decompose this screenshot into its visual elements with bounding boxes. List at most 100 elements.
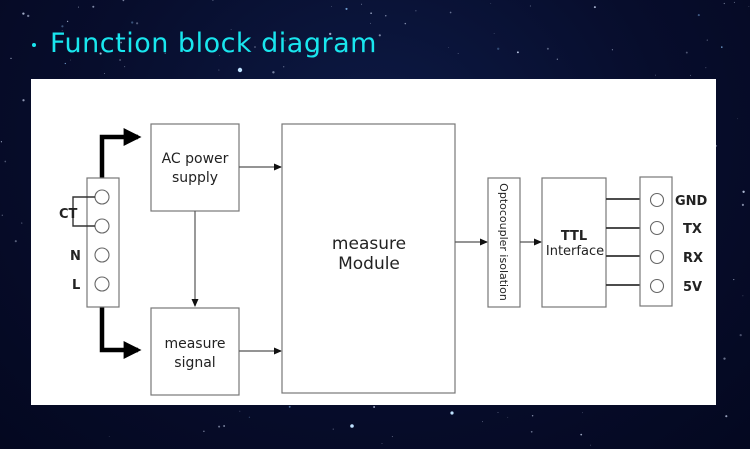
star bbox=[77, 6, 79, 8]
star bbox=[331, 5, 333, 7]
ac-power-supply-block: AC power supply bbox=[150, 123, 240, 212]
star bbox=[66, 20, 69, 23]
terminal-pin-l bbox=[94, 276, 110, 292]
gnd-label: GND bbox=[675, 194, 708, 209]
star bbox=[655, 74, 656, 76]
ac-power-label-2: supply bbox=[172, 170, 218, 186]
terminal-pin-5v bbox=[649, 278, 665, 294]
output-terminal-block: GND TX RX 5V bbox=[639, 176, 708, 307]
star bbox=[248, 416, 251, 418]
star bbox=[164, 52, 166, 54]
star bbox=[529, 5, 531, 7]
star bbox=[361, 3, 363, 5]
star bbox=[219, 55, 221, 56]
star bbox=[4, 160, 7, 163]
terminal-pin-n bbox=[94, 247, 110, 263]
optocoupler-block: Optocoupler isolation bbox=[487, 177, 521, 308]
star bbox=[685, 51, 688, 54]
star bbox=[203, 430, 205, 432]
star bbox=[61, 25, 64, 28]
star bbox=[124, 66, 126, 68]
ct-bracket bbox=[72, 196, 95, 227]
ttl-interface-block: TTL Interface bbox=[541, 177, 607, 308]
bright-star bbox=[237, 67, 243, 73]
star bbox=[415, 10, 417, 12]
ttl-output-wires bbox=[606, 198, 640, 286]
star bbox=[723, 2, 725, 5]
star bbox=[457, 52, 459, 55]
bright-star bbox=[450, 411, 454, 415]
star bbox=[580, 433, 583, 436]
star bbox=[448, 47, 450, 48]
star bbox=[530, 430, 533, 433]
star bbox=[706, 39, 708, 41]
star bbox=[0, 141, 2, 143]
optocoupler-label: Optocoupler isolation bbox=[497, 183, 510, 301]
star bbox=[22, 12, 25, 15]
star bbox=[218, 69, 220, 71]
star bbox=[737, 118, 739, 120]
star bbox=[99, 52, 102, 55]
star bbox=[507, 416, 509, 418]
star bbox=[369, 22, 372, 24]
terminal-pin-gnd bbox=[649, 192, 665, 208]
measure-signal-label-1: measure bbox=[164, 336, 225, 352]
star bbox=[284, 39, 286, 42]
star bbox=[329, 32, 332, 36]
star bbox=[10, 57, 12, 59]
star bbox=[136, 22, 139, 25]
star bbox=[272, 71, 275, 74]
star bbox=[332, 428, 334, 430]
star bbox=[212, 0, 214, 1]
star bbox=[391, 436, 393, 438]
module-label-1: measure bbox=[332, 234, 406, 254]
star bbox=[378, 34, 381, 37]
star bbox=[723, 357, 726, 360]
star bbox=[531, 415, 534, 417]
arrow-input-to-ac-power bbox=[99, 128, 142, 178]
ct-label: CT bbox=[59, 207, 78, 222]
star bbox=[313, 50, 316, 53]
page-title: Function block diagram bbox=[30, 24, 377, 64]
star bbox=[108, 436, 110, 437]
star bbox=[64, 62, 66, 65]
star bbox=[104, 73, 105, 74]
input-terminal-block: CT N L bbox=[59, 177, 120, 308]
star bbox=[490, 3, 492, 4]
star bbox=[239, 410, 241, 412]
terminal-pin-ct2 bbox=[94, 218, 110, 234]
star bbox=[546, 47, 549, 50]
star bbox=[22, 99, 25, 102]
star bbox=[482, 421, 483, 423]
star bbox=[120, 41, 122, 44]
star bbox=[119, 58, 122, 62]
star bbox=[739, 333, 742, 337]
arrow-input-to-measure-signal bbox=[99, 307, 142, 359]
star bbox=[283, 66, 285, 68]
star bbox=[741, 203, 744, 206]
star bbox=[733, 279, 735, 281]
star bbox=[370, 12, 372, 15]
tx-label: TX bbox=[683, 222, 702, 237]
measure-signal-block: measure signal bbox=[150, 307, 240, 396]
star bbox=[493, 33, 495, 34]
terminal-pin-ct1 bbox=[94, 189, 110, 205]
star bbox=[725, 415, 728, 418]
star bbox=[385, 15, 387, 17]
star bbox=[733, 1, 735, 3]
star bbox=[582, 412, 583, 414]
l-label: L bbox=[72, 278, 80, 293]
star bbox=[254, 46, 256, 48]
star bbox=[381, 443, 383, 444]
star bbox=[690, 74, 691, 76]
measure-signal-label-2: signal bbox=[174, 355, 215, 371]
star bbox=[497, 412, 499, 413]
5v-label: 5V bbox=[683, 280, 702, 295]
ttl-label-2: Interface bbox=[546, 244, 604, 259]
star bbox=[122, 0, 125, 2]
title-text: Function block diagram bbox=[50, 28, 377, 59]
star bbox=[230, 29, 232, 30]
star bbox=[593, 6, 596, 9]
star bbox=[92, 5, 95, 8]
star bbox=[742, 295, 744, 297]
